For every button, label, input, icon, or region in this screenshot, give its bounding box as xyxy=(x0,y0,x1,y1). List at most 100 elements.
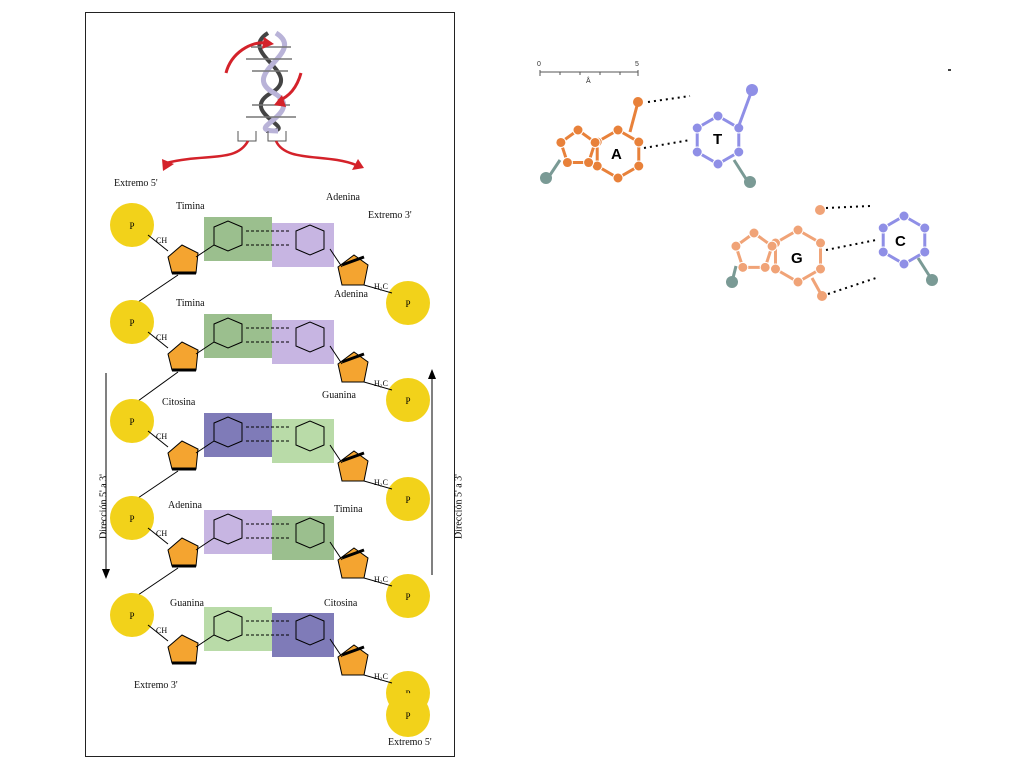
at-hydrogen-bond-1 xyxy=(647,95,691,103)
backbone-right xyxy=(363,381,393,391)
cytosine-ring-atom xyxy=(877,222,889,234)
adenine-six-ring-atom xyxy=(612,124,624,136)
base-g-label: G xyxy=(791,250,803,267)
backbone-left-link xyxy=(137,371,179,402)
ch2-right-label: H₂C xyxy=(374,575,388,584)
glycosidic-bond-left xyxy=(195,634,215,648)
dna-structure-panel: PCHPH₂CPCHPH₂CPCHPH₂CPCHPH₂CPCHPH₂CP Ext… xyxy=(85,12,465,757)
sugar-right-edge xyxy=(341,645,365,657)
pair-4-right-label: Timina xyxy=(334,504,363,515)
guanine-five-ring-atom xyxy=(737,261,749,273)
thymine-methyl-atom xyxy=(746,84,758,96)
thymine-ring-atom xyxy=(691,122,703,134)
pair-5-left-label: Guanina xyxy=(170,598,204,609)
ch2-right-label: H₂C xyxy=(374,379,388,388)
dna-diagram: PCHPH₂CPCHPH₂CPCHPH₂CPCHPH₂CPCHPH₂CP xyxy=(102,30,436,737)
guanine-six-ring-atom xyxy=(769,263,781,275)
phosphate-right-label: P xyxy=(405,299,410,309)
scale-unit-label: Å xyxy=(586,78,591,85)
glycosidic-bond-left xyxy=(195,244,215,258)
adenine-amine-bond xyxy=(628,101,640,133)
phosphate-right-label: P xyxy=(405,396,410,406)
ch2-left-label: CH xyxy=(156,333,167,342)
phosphate-right-3 xyxy=(386,477,430,521)
direction-right-label: Dirección 5' a 3' xyxy=(453,474,465,539)
base-right-ring xyxy=(295,420,325,452)
gc-hydrogen-bond-2 xyxy=(825,239,877,251)
adenine-thymine-pair xyxy=(540,84,758,188)
end-5-bottom-label: Extremo 5' xyxy=(388,737,432,748)
guanine-six-ring-atom xyxy=(792,276,804,288)
glycosidic-bond-left xyxy=(195,440,215,454)
guanine-five-ring-atom xyxy=(748,227,760,239)
ch2-right-label: H₂C xyxy=(374,672,388,681)
end-3-top-label: Extremo 3' xyxy=(368,210,412,221)
backbone-right xyxy=(363,674,393,684)
backbone-left-link xyxy=(137,274,179,303)
base-t-label: T xyxy=(713,131,723,148)
pair-2-right-label: Adenina xyxy=(334,289,368,300)
backbone-left xyxy=(147,527,169,545)
base-c-label: C xyxy=(895,233,906,250)
sugar-left-1 xyxy=(167,244,199,274)
backbone-right xyxy=(363,284,393,294)
thymine-backbone-atom xyxy=(744,176,756,188)
gc-hydrogen-bond-3 xyxy=(827,277,877,295)
pair-5-right-label: Citosina xyxy=(324,598,358,609)
adenine-backbone-atom xyxy=(540,172,552,184)
sugar-left-3 xyxy=(167,440,199,470)
glycosidic-bond-right xyxy=(329,541,343,561)
phosphate-right-label: P xyxy=(405,592,410,602)
base-right-ring xyxy=(295,224,325,256)
base-left-box-5 xyxy=(204,607,272,651)
guanine-six-ring-atom xyxy=(792,224,804,236)
base-left-box-1 xyxy=(204,217,272,261)
guanine-cytosine-pair xyxy=(726,205,938,301)
adenine-six-ring-atom xyxy=(633,136,645,148)
backbone-left-link xyxy=(137,567,179,596)
adenine-five-ring-atom xyxy=(561,157,573,169)
phosphate-left-1 xyxy=(110,203,154,247)
phosphate-left-3 xyxy=(110,399,154,443)
base-pairs-diagram xyxy=(539,69,951,301)
pair-3-right-label: Guanina xyxy=(322,390,356,401)
cytosine-ring-atom xyxy=(877,246,889,258)
direction-arrowhead-right xyxy=(428,369,436,379)
phosphate-right-1 xyxy=(386,281,430,325)
cytosine-ring-atom xyxy=(898,258,910,270)
pair-3-left-label: Citosina xyxy=(162,397,196,408)
cytosine-backbone-atom xyxy=(926,274,938,286)
sugar-right-edge xyxy=(341,548,365,560)
phosphate-right-label: P xyxy=(405,711,410,721)
cytosine-ring-atom xyxy=(919,222,931,234)
guanine-oxygen-atom xyxy=(815,205,825,215)
sugar-left-5 xyxy=(167,634,199,664)
backbone-left xyxy=(147,624,169,642)
phosphate-right-label: P xyxy=(405,495,410,505)
phosphate-left-5 xyxy=(110,593,154,637)
at-hydrogen-bond-2 xyxy=(643,139,691,149)
ch2-right-label: H₂C xyxy=(374,478,388,487)
phosphate-left-label: P xyxy=(129,318,134,328)
backbone-right xyxy=(363,577,393,587)
adenine-five-ring-atom xyxy=(555,136,567,148)
sugar-left-2 xyxy=(167,341,199,371)
glycosidic-bond-right xyxy=(329,638,343,658)
guanine-six-ring-atom xyxy=(815,237,827,249)
base-right-ring xyxy=(295,614,325,646)
cytosine-ring-atom xyxy=(898,210,910,222)
glycosidic-bond-right xyxy=(329,345,343,365)
adenine-five-ring-atom xyxy=(583,157,595,169)
adenine-five-ring-atom xyxy=(572,124,584,136)
base-left-box-3 xyxy=(204,413,272,457)
guanine-five-ring-atom xyxy=(730,240,742,252)
glycosidic-bond-left xyxy=(195,341,215,355)
thymine-methyl-bond xyxy=(736,89,754,129)
ch2-left-label: CH xyxy=(156,236,167,245)
glycosidic-bond-left xyxy=(195,537,215,551)
guanine-five-ring-atom xyxy=(759,261,771,273)
scale-min-label: 0 xyxy=(537,61,541,68)
base-left-ring xyxy=(213,416,243,448)
base-left-ring xyxy=(213,513,243,545)
gc-hydrogen-bond-1 xyxy=(825,205,871,209)
